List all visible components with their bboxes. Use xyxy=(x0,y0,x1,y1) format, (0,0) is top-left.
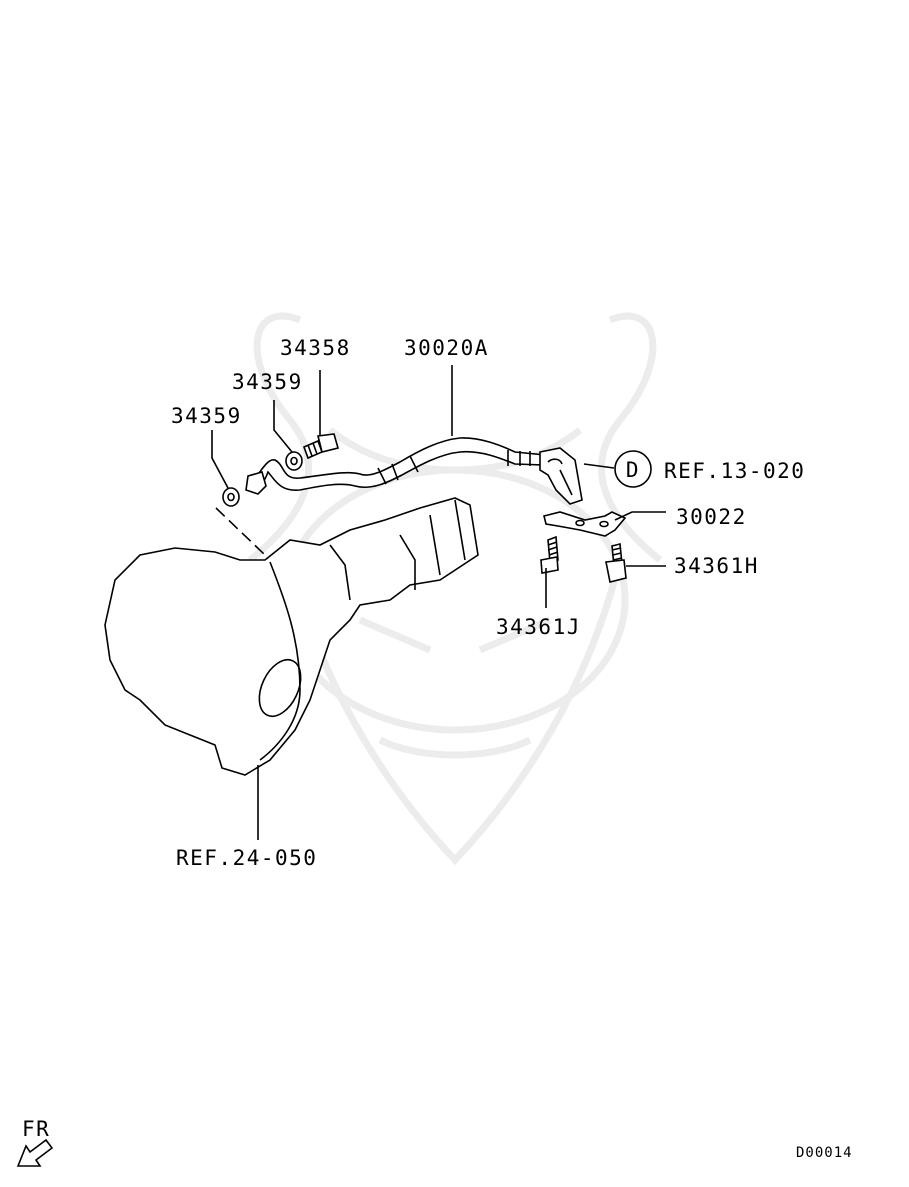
dashed-guide-line xyxy=(215,507,266,556)
callout-34361j: 34361J xyxy=(496,615,581,639)
callout-34361h: 34361H xyxy=(674,554,759,578)
bracket-30022 xyxy=(543,511,627,537)
callout-ref-13-020: REF.13-020 xyxy=(664,459,805,483)
bolt-34361j xyxy=(540,535,559,574)
callout-ref-24-050: REF.24-050 xyxy=(176,846,317,870)
front-arrow-icon xyxy=(16,1138,54,1167)
bolt-34361h xyxy=(605,542,627,583)
eye-bolt-34358 xyxy=(302,433,339,460)
washer-34359-lower xyxy=(222,487,240,507)
callout-34359-upper: 34359 xyxy=(232,370,303,394)
diagram-code: D00014 xyxy=(796,1145,853,1161)
washer-34359-upper xyxy=(285,451,303,471)
callout-34358: 34358 xyxy=(280,336,351,360)
callout-30022: 30022 xyxy=(676,505,747,529)
watermark-logo xyxy=(247,312,663,866)
transmission-assembly xyxy=(104,497,479,776)
callout-34359-lower: 34359 xyxy=(171,404,242,428)
leader-lines xyxy=(211,365,666,840)
hose-assembly-30020a xyxy=(245,437,583,505)
callout-30020a: 30020A xyxy=(404,336,489,360)
ref-circle-d xyxy=(614,450,652,488)
ref-circle-d-letter: D xyxy=(626,458,640,482)
direction-label: FR xyxy=(22,1117,50,1141)
